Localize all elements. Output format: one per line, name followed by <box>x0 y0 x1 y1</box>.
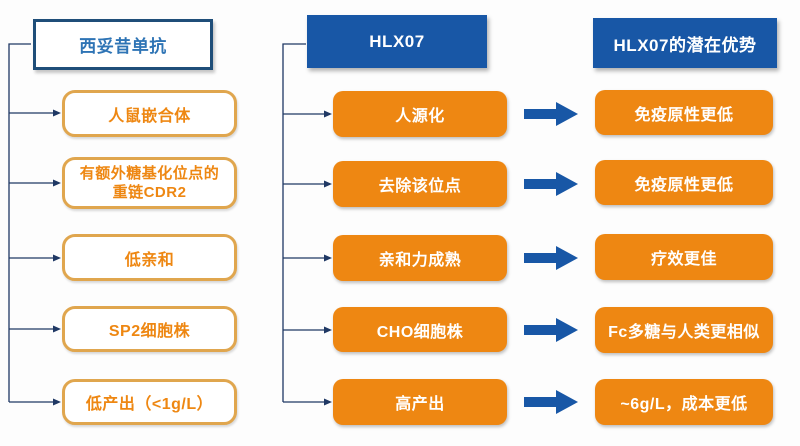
advantage-fc-glycan-human-like: Fc多糖与人类更相似 <box>595 307 773 353</box>
hlx07-item-affinity-matured: 亲和力成熟 <box>333 235 507 281</box>
arrow-right-icon <box>524 102 578 126</box>
column-title-advantages: HLX07的潜在优势 <box>593 18 777 68</box>
hlx07-item-high-yield: 高产出 <box>333 379 507 425</box>
advantage-lower-immunogenicity-2: 免疫原性更低 <box>595 160 773 205</box>
cetuximab-item-low-yield: 低产出（<1g/L） <box>62 379 237 425</box>
hlx07-item-site-removed: 去除该位点 <box>333 161 507 207</box>
cetuximab-item-glycosylation-site: 有额外糖基化位点的重链CDR2 <box>62 157 237 209</box>
advantage-lower-immunogenicity-1: 免疫原性更低 <box>595 90 773 135</box>
arrow-right-icon <box>524 172 578 196</box>
advantage-better-efficacy: 疗效更佳 <box>595 234 773 280</box>
cetuximab-item-low-affinity: 低亲和 <box>62 234 237 281</box>
arrow-right-icon <box>524 390 578 414</box>
hlx07-item-cho-cell-line: CHO细胞株 <box>333 307 507 352</box>
hlx07-item-humanized: 人源化 <box>333 91 507 137</box>
cetuximab-item-chimeric: 人鼠嵌合体 <box>62 90 237 137</box>
arrow-right-icon <box>524 246 578 270</box>
column-title-cetuximab: 西妥昔单抗 <box>33 19 213 70</box>
advantage-lower-cost: ~6g/L，成本更低 <box>595 379 773 425</box>
arrow-right-icon <box>524 318 578 342</box>
column-title-hlx07: HLX07 <box>307 15 487 68</box>
cetuximab-item-sp2-cell-line: SP2细胞株 <box>62 306 237 352</box>
